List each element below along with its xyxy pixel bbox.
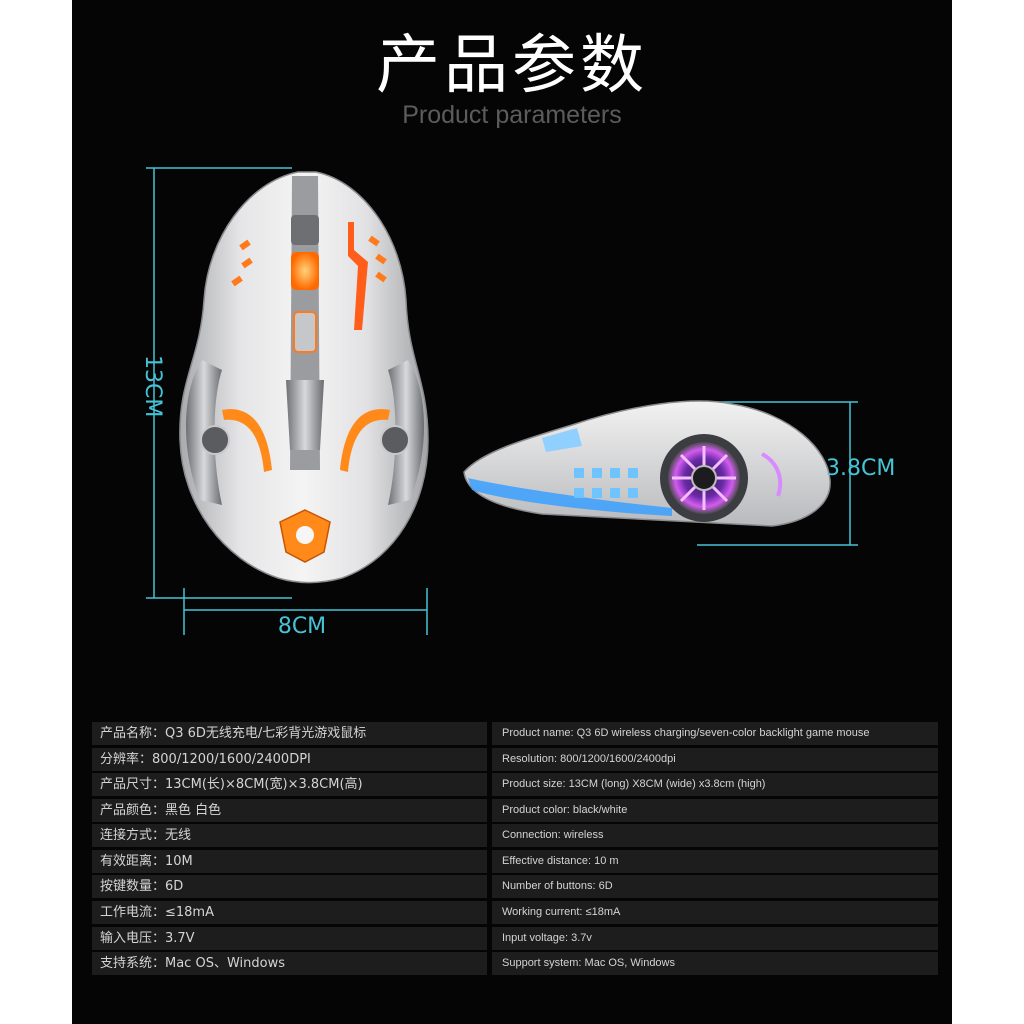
spec-en-cell: Working current: ≤18mA — [492, 901, 938, 924]
spec-row: 输入电压：3.7V Input voltage: 3.7v — [92, 927, 938, 950]
spec-row: 工作电流：≤18mA Working current: ≤18mA — [92, 901, 938, 924]
spec-row: 支持系统：Mac OS、Windows Support system: Mac … — [92, 952, 938, 975]
spec-row: 产品尺寸：13CM(长)×8CM(宽)×3.8CM(高) Product siz… — [92, 773, 938, 796]
width-dimension-line — [183, 588, 428, 635]
product-illustration — [146, 167, 858, 635]
spec-cn-cell: 产品名称：Q3 6D无线充电/七彩背光游戏鼠标 — [92, 722, 487, 745]
spec-cn-cell: 工作电流：≤18mA — [92, 901, 487, 924]
spec-row: 产品颜色：黑色 白色 Product color: black/white — [92, 799, 938, 822]
spec-en-cell: Support system: Mac OS, Windows — [492, 952, 938, 975]
spec-cn-cell: 分辨率：800/1200/1600/2400DPI — [92, 748, 487, 771]
product-panel: 产品参数 Product parameters — [72, 0, 952, 1024]
spec-cn-cell: 支持系统：Mac OS、Windows — [92, 952, 487, 975]
spec-row: 产品名称：Q3 6D无线充电/七彩背光游戏鼠标 Product name: Q3… — [92, 722, 938, 745]
height-label: 3.8CM — [826, 456, 896, 481]
mouse-side-view — [463, 400, 831, 527]
spec-en-cell: Input voltage: 3.7v — [492, 927, 938, 950]
width-label: 8CM — [277, 614, 327, 639]
spec-cn-cell: 输入电压：3.7V — [92, 927, 487, 950]
spec-row: 分辨率：800/1200/1600/2400DPI Resolution: 80… — [92, 748, 938, 771]
spec-cn-cell: 产品颜色：黑色 白色 — [92, 799, 487, 822]
spec-cn-cell: 有效距离：10M — [92, 850, 487, 873]
page-title: 产品参数 — [376, 29, 648, 103]
page-subtitle: Product parameters — [402, 101, 622, 129]
spec-row: 按键数量：6D Number of buttons: 6D — [92, 875, 938, 898]
spec-cn-cell: 连接方式：无线 — [92, 824, 487, 847]
spec-cn-cell: 产品尺寸：13CM(长)×8CM(宽)×3.8CM(高) — [92, 773, 487, 796]
spec-en-cell: Product name: Q3 6D wireless charging/se… — [492, 722, 938, 745]
spec-row: 连接方式：无线 Connection: wireless — [92, 824, 938, 847]
spec-en-cell: Effective distance: 10 m — [492, 850, 938, 873]
mouse-top-view — [179, 171, 429, 584]
spec-en-cell: Number of buttons: 6D — [492, 875, 938, 898]
spec-en-cell: Product size: 13CM (long) X8CM (wide) x3… — [492, 773, 938, 796]
spec-en-cell: Product color: black/white — [492, 799, 938, 822]
spec-row: 有效距离：10M Effective distance: 10 m — [92, 850, 938, 873]
length-dimension-line — [146, 167, 292, 599]
spec-en-cell: Resolution: 800/1200/1600/2400dpi — [492, 748, 938, 771]
length-label: 13CM — [140, 355, 165, 418]
spec-en-cell: Connection: wireless — [492, 824, 938, 847]
spec-cn-cell: 按键数量：6D — [92, 875, 487, 898]
